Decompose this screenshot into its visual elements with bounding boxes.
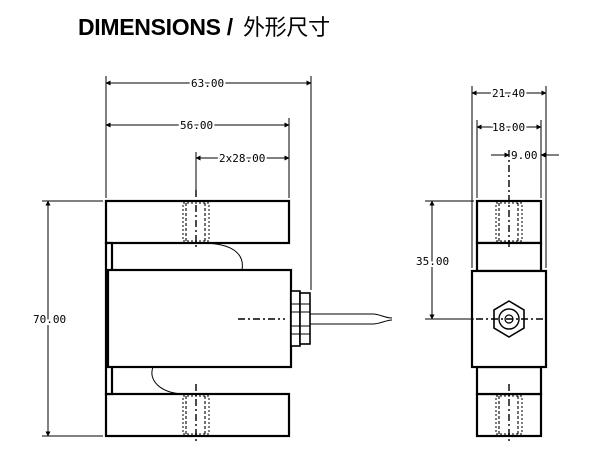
side-view: 21.40 18.00 9.00 35.00 — [414, 85, 559, 442]
side-web-top — [475, 241, 543, 273]
side-dim-total-width: 21.40 — [492, 87, 525, 100]
front-top-block — [104, 199, 291, 245]
front-dim-hole-spacing: 2x28.00 — [219, 152, 265, 165]
side-dim-offset: 9.00 — [511, 149, 538, 162]
title-chinese: 外形尺寸 — [242, 16, 330, 41]
front-wire-top — [204, 242, 243, 271]
front-dim-total-width: 63.00 — [191, 77, 224, 90]
front-cable — [310, 313, 393, 319]
side-dim-height: 35.00 — [416, 255, 449, 268]
front-cable-gland-nut — [299, 292, 311, 345]
title-english: DIMENSIONS / — [78, 14, 233, 40]
side-dim-inner-width: 18.00 — [492, 121, 525, 134]
front-dim-height: 70.00 — [33, 313, 66, 326]
front-wire-bottom — [151, 366, 184, 395]
front-bottom-block — [104, 392, 291, 438]
front-cable-gland-base — [290, 290, 301, 347]
page-title: DIMENSIONS / 外形尺寸 — [78, 10, 330, 42]
front-view: 63.00 56.00 2x28.00 70.00 — [31, 75, 393, 442]
front-dim-body-width: 56.00 — [180, 119, 213, 132]
